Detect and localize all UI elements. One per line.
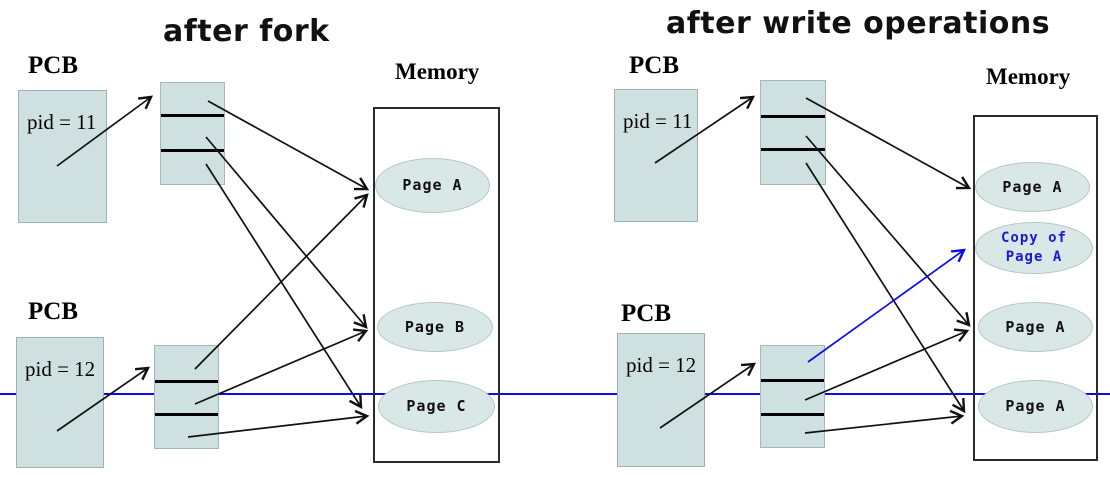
- page-table-divider: [761, 148, 825, 151]
- arrow-right-t1r1-to-pageA-top: [805, 97, 972, 190]
- right-page-table-bottom: [760, 345, 825, 448]
- page-table-divider: [155, 413, 218, 416]
- page-table-divider: [761, 413, 824, 416]
- memory-page-ellipse: Page A: [375, 158, 490, 213]
- page-table-divider: [761, 379, 824, 382]
- page-label: Page A: [1005, 317, 1066, 336]
- memory-page-ellipse: Page B: [377, 302, 493, 352]
- arrow-left-t1r2-to-pageB: [205, 136, 368, 329]
- memory-copy-page-ellipse: Copy of Page A: [975, 222, 1093, 274]
- arrow-left-t1r1-to-pageA: [207, 100, 370, 191]
- memory-page-ellipse: Page C: [378, 380, 495, 433]
- page-label-line1: Copy of: [1000, 230, 1067, 246]
- page-table-divider: [155, 380, 218, 383]
- left-pcb-bottom-box: pid = 12: [16, 337, 104, 468]
- page-label: Page A: [1002, 177, 1063, 196]
- right-pcb-top-box: pid = 11: [614, 89, 698, 222]
- arrow-right-t1r3-to-pageA-bottom: [805, 162, 966, 414]
- page-label: Page A: [402, 176, 463, 194]
- right-memory-label: Memory: [986, 64, 1071, 89]
- blue-horizontal-line: [0, 393, 1110, 395]
- left-pcb-top-box: pid = 11: [18, 90, 107, 223]
- page-table-divider: [161, 114, 224, 117]
- left-pid-11: pid = 11: [27, 110, 97, 134]
- right-title: after write operations: [666, 6, 1051, 41]
- page-table-divider: [161, 149, 224, 152]
- left-memory-label: Memory: [395, 59, 480, 84]
- left-page-table-top: [160, 82, 225, 185]
- memory-page-ellipse: Page A: [978, 380, 1093, 433]
- left-page-table-bottom: [154, 345, 219, 449]
- left-pcb-top-label: PCB: [28, 52, 78, 79]
- arrow-right-t2r1-to-copy-of-pageA: [807, 248, 966, 363]
- page-label: Page C: [406, 397, 467, 415]
- memory-page-ellipse: Page A: [975, 162, 1090, 212]
- page-label-line2: Page A: [1005, 249, 1063, 265]
- arrow-left-t2r1-to-pageA: [194, 193, 369, 370]
- page-table-divider: [761, 115, 825, 118]
- page-label: Page B: [404, 317, 466, 336]
- right-pid-12: pid = 12: [626, 353, 697, 377]
- arrow-left-t1r3-to-pageC: [205, 163, 363, 410]
- right-pcb-bottom-label: PCB: [621, 300, 671, 327]
- left-title: after fork: [163, 14, 330, 49]
- right-pcb-top-label: PCB: [629, 52, 679, 79]
- arrow-right-t2r3-to-pageA-bottom: [804, 409, 965, 434]
- page-label: Page A: [1005, 397, 1066, 415]
- memory-page-ellipse: Page A: [978, 302, 1093, 352]
- right-pcb-bottom-box: pid = 12: [617, 333, 705, 467]
- right-memory-box: [973, 115, 1098, 461]
- arrow-right-t1r2-to-pageA-mid: [805, 135, 971, 327]
- left-memory-box: [373, 107, 500, 463]
- left-pcb-bottom-label: PCB: [28, 298, 78, 325]
- arrow-right-t2r2-to-pageA-mid: [804, 328, 970, 401]
- right-page-table-top: [760, 80, 826, 185]
- right-pid-11: pid = 11: [623, 109, 693, 133]
- left-pid-12: pid = 12: [25, 357, 96, 381]
